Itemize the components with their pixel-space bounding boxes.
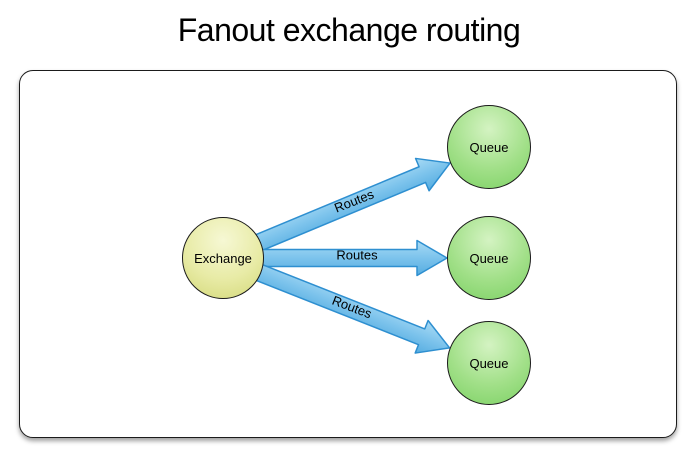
- route-arrow-middle: [255, 239, 448, 277]
- queue-label: Queue: [469, 355, 509, 371]
- queue-node-top: Queue: [447, 105, 531, 189]
- queue-node-middle: Queue: [447, 216, 531, 300]
- queue-node-bottom: Queue: [447, 321, 531, 405]
- queue-label: Queue: [469, 139, 509, 155]
- exchange-label: Exchange: [194, 250, 252, 266]
- route-arrow-bottom: [246, 260, 451, 354]
- queue-label: Queue: [469, 250, 509, 266]
- route-label-middle: Routes: [336, 247, 378, 263]
- arrows-layer: [246, 157, 451, 354]
- exchange-node: Exchange: [182, 217, 264, 299]
- diagram-title: Fanout exchange routing: [177, 12, 521, 48]
- route-arrow-top: [246, 157, 451, 255]
- diagram-panel: Exchange Queue Queue Queue Routes Routes…: [19, 70, 677, 438]
